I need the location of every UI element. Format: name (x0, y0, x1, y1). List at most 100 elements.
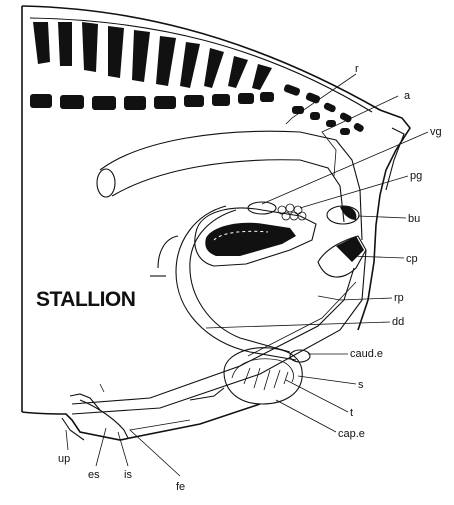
back-croup-contour (21, 5, 411, 331)
bladder-outline (194, 207, 317, 267)
leader-cap-e (275, 399, 337, 433)
label-fe: fe (176, 481, 185, 493)
bladder (194, 207, 317, 267)
ductus-deferens-loop-outer (175, 205, 297, 361)
retractor-penis (247, 281, 357, 357)
label-a: a (404, 90, 411, 102)
internal-sheath (79, 399, 129, 439)
caudal-3 (353, 122, 364, 132)
label-rp: rp (394, 292, 404, 304)
rectum-cut-end (96, 168, 116, 198)
vertebral-body-3 (92, 96, 116, 110)
leader-vg (261, 131, 429, 205)
sacral-3 (292, 106, 304, 114)
label-up: up (58, 453, 70, 465)
label-bu: bu (408, 213, 420, 225)
leader-t (285, 379, 349, 413)
caudal-4 (326, 120, 336, 127)
label-vg: vg (430, 126, 442, 138)
leader-r (285, 73, 357, 125)
leader-es (95, 427, 107, 467)
label-r: r (355, 63, 359, 75)
sacral-2 (305, 92, 321, 104)
vertebra-4 (108, 26, 124, 78)
body-outline (21, 5, 411, 412)
label-pg: pg (410, 170, 422, 182)
leader-a (321, 95, 399, 177)
urethra-tract (150, 205, 297, 361)
vertebral-body-2 (60, 95, 84, 109)
vertebra-10 (252, 64, 272, 90)
spermatic-cord-lower (189, 387, 225, 401)
bladder-lumen-texture (213, 230, 269, 241)
bladder-lumen (205, 222, 296, 256)
sacral-1 (283, 84, 301, 96)
leader-is (117, 431, 129, 467)
vertebra-1 (33, 22, 50, 64)
label-s: s (358, 379, 364, 391)
leader-lines (65, 73, 429, 477)
ductus-deferens-loop-inner (189, 209, 291, 353)
vertebral-body-5 (154, 96, 176, 109)
caudal-5 (340, 128, 350, 135)
title: STALLION (36, 288, 135, 311)
testis-lobules (243, 367, 289, 391)
leader-dd (205, 321, 391, 329)
vesicular-gland (247, 201, 277, 215)
label-t: t (350, 407, 353, 419)
leader-fe (129, 419, 191, 477)
label-caud-e: caud.e (350, 348, 383, 360)
penis-dorsal-line (71, 249, 367, 415)
vertebral-body-9 (260, 92, 274, 102)
labels: r a vg pg bu cp rp dd caud.e s t cap.e u… (58, 63, 442, 493)
caudal-epididymis (289, 349, 311, 363)
leader-rp (317, 295, 393, 301)
penis-ventral-line (71, 267, 355, 405)
vertebra-5 (132, 30, 150, 82)
prostate-gland (277, 203, 307, 221)
vertebral-body-7 (212, 94, 230, 106)
label-dd: dd (392, 316, 404, 328)
glans (69, 393, 101, 411)
tail-base (385, 127, 405, 191)
vertebra-8 (204, 48, 224, 88)
crus-penis-shade (336, 236, 364, 262)
vertebra-3 (82, 22, 98, 72)
external-sheath (61, 417, 85, 441)
caudal-2 (339, 112, 352, 123)
bulbourethral-shade (340, 206, 357, 220)
label-es: es (88, 469, 100, 481)
leader-pg (299, 175, 409, 209)
vertebra-6 (156, 36, 176, 86)
vertebral-body-4 (124, 96, 146, 110)
label-cap-e: cap.e (338, 428, 365, 440)
bulbourethral-gland (326, 205, 360, 225)
ventral-body (21, 383, 261, 441)
label-is: is (124, 469, 132, 481)
vertebra-7 (180, 42, 200, 88)
vertebral-body-6 (184, 95, 204, 107)
vertebral-canal (29, 17, 373, 113)
scrotum-outline (223, 347, 303, 405)
rectum-lower-wall (111, 159, 345, 223)
left-cord (157, 235, 179, 269)
rectum (96, 130, 363, 241)
leader-cp (349, 255, 405, 259)
penis (71, 235, 367, 415)
leader-s (297, 375, 357, 385)
vertebra-2 (58, 22, 72, 66)
accessory-glands (247, 201, 360, 225)
urethral-process-mark (99, 383, 105, 393)
vertebrae (30, 22, 364, 135)
rectum-upper-wall (99, 130, 363, 241)
scrotum (189, 347, 311, 405)
sacral-4 (310, 112, 320, 120)
ventral-contour (21, 403, 261, 441)
testis-outline (231, 358, 294, 383)
leader-bu (357, 215, 407, 219)
label-cp: cp (406, 253, 418, 265)
leader-up (65, 429, 69, 451)
vertebra-9 (228, 56, 248, 88)
